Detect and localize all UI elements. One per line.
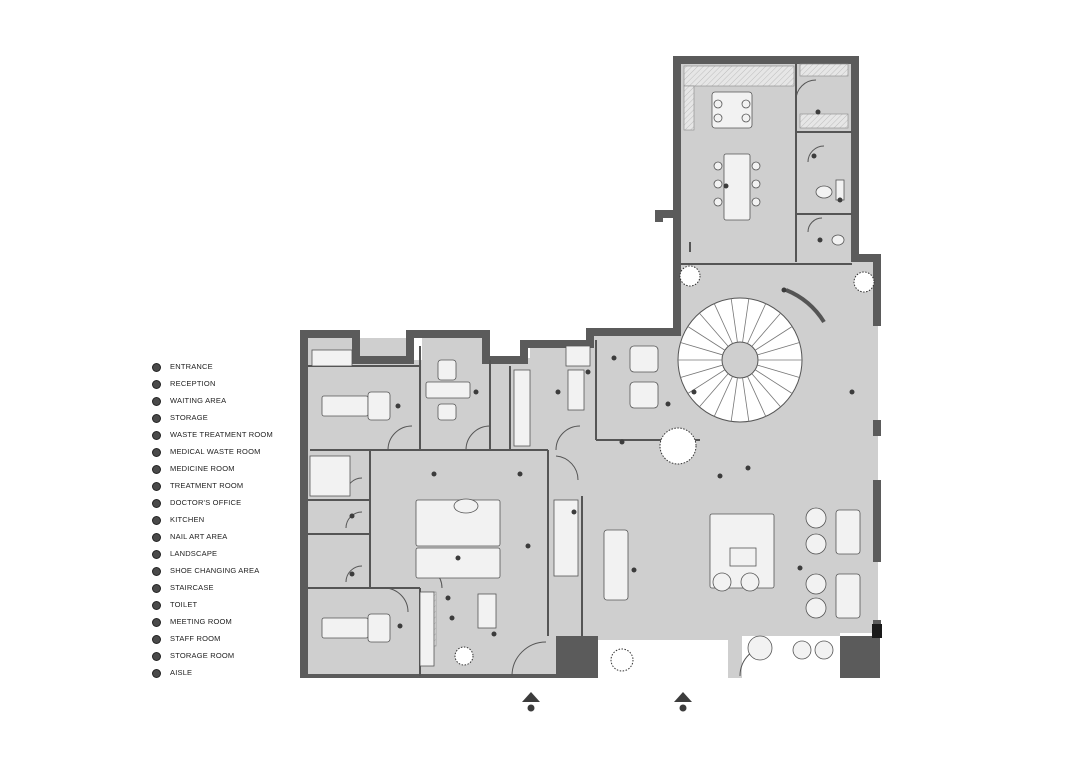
legend-item-waiting-area: WAITING AREA <box>148 393 298 410</box>
legend-label: TREATMENT ROOM <box>170 481 244 490</box>
legend-marker-icon <box>153 585 160 592</box>
plants <box>454 265 875 672</box>
legend-marker-icon <box>153 551 160 558</box>
stair-tread <box>680 364 723 378</box>
stair-tread <box>754 369 793 394</box>
legend-item-aisle: AISLE <box>148 665 298 682</box>
legend-marker-icon <box>153 449 160 456</box>
legend-marker-icon <box>153 381 160 388</box>
legend-item-storage: STORAGE <box>148 410 298 427</box>
stair-tread <box>747 376 767 417</box>
legend-label: WAITING AREA <box>170 396 227 405</box>
stair-tread <box>742 298 750 343</box>
legend-item-medicine-room: MEDICINE ROOM <box>148 461 298 478</box>
legend-marker-icon <box>153 398 160 405</box>
legend-item-meeting-room: MEETING ROOM <box>148 614 298 631</box>
legend-label: STORAGE ROOM <box>170 651 235 660</box>
legend-marker-icon <box>153 670 160 677</box>
walls <box>300 56 882 678</box>
legend-marker-icon <box>153 432 160 439</box>
legend-marker-icon <box>153 364 160 371</box>
legend-label: NAIL ART AREA <box>170 532 228 541</box>
legend-label: STAFF ROOM <box>170 634 221 643</box>
stair-tread <box>757 342 800 356</box>
legend-label: ENTRANCE <box>170 362 213 371</box>
legend-marker-icon <box>153 636 160 643</box>
legend-label: STORAGE <box>170 413 208 422</box>
stair-tread <box>730 298 738 343</box>
legend-label: MEDICAL WASTE ROOM <box>170 447 261 456</box>
legend-label: SHOE CHANGING AREA <box>170 566 260 575</box>
room-markers <box>349 109 855 637</box>
stair-tread <box>751 373 781 408</box>
legend-item-staff-room: STAFF ROOM <box>148 631 298 648</box>
legend-marker-icon <box>153 619 160 626</box>
legend-item-landscape: LANDSCAPE <box>148 546 298 563</box>
legend-label: WASTE TREATMENT ROOM <box>170 430 273 439</box>
stair-tread <box>757 364 800 378</box>
legend-item-medical-waste-room: MEDICAL WASTE ROOM <box>148 444 298 461</box>
legend-marker-icon <box>153 466 160 473</box>
legend-marker-icon <box>153 483 160 490</box>
stair-tread <box>742 377 750 422</box>
legend-item-toilet: TOILET <box>148 597 298 614</box>
staircase <box>677 288 826 423</box>
legend-item-entrance: ENTRANCE <box>148 359 298 376</box>
stair-tread <box>754 326 793 351</box>
stair-tread <box>687 326 726 351</box>
legend-marker-icon <box>153 568 160 575</box>
legend-label: TOILET <box>170 600 198 609</box>
legend-label: DOCTOR'S OFFICE <box>170 498 242 507</box>
legend-label: LANDSCAPE <box>170 549 218 558</box>
stair-tread <box>747 303 767 344</box>
legend-item-nail-art-area: NAIL ART AREA <box>148 529 298 546</box>
legend-marker-icon <box>153 415 160 422</box>
legend: ENTRANCE RECEPTION WAITING AREA STORAGE … <box>148 359 298 682</box>
legend-marker-icon <box>153 500 160 507</box>
stair-tread <box>713 376 733 417</box>
stair-tread <box>751 312 781 347</box>
legend-label: STAIRCASE <box>170 583 214 592</box>
legend-item-treatment-room: TREATMENT ROOM <box>148 478 298 495</box>
entrance-arrows <box>522 692 692 712</box>
legend-item-kitchen: KITCHEN <box>148 512 298 529</box>
stair-tread <box>699 312 729 347</box>
stair-tread <box>699 373 729 408</box>
stair-tread <box>713 303 733 344</box>
furniture <box>309 91 861 667</box>
legend-label: RECEPTION <box>170 379 216 388</box>
legend-marker-icon <box>153 534 160 541</box>
stair-tread <box>680 342 723 356</box>
legend-label: MEETING ROOM <box>170 617 232 626</box>
legend-label: AISLE <box>170 668 193 677</box>
legend-item-shoe-changing-area: SHOE CHANGING AREA <box>148 563 298 580</box>
legend-label: MEDICINE ROOM <box>170 464 235 473</box>
legend-item-reception: RECEPTION <box>148 376 298 393</box>
legend-marker-icon <box>153 602 160 609</box>
legend-marker-icon <box>153 653 160 660</box>
legend-item-waste-treatment-room: WASTE TREATMENT ROOM <box>148 427 298 444</box>
legend-item-doctors-office: DOCTOR'S OFFICE <box>148 495 298 512</box>
stair-tread <box>730 377 738 422</box>
legend-marker-icon <box>153 517 160 524</box>
legend-item-storage-room: STORAGE ROOM <box>148 648 298 665</box>
legend-item-staircase: STAIRCASE <box>148 580 298 597</box>
legend-label: KITCHEN <box>170 515 205 524</box>
